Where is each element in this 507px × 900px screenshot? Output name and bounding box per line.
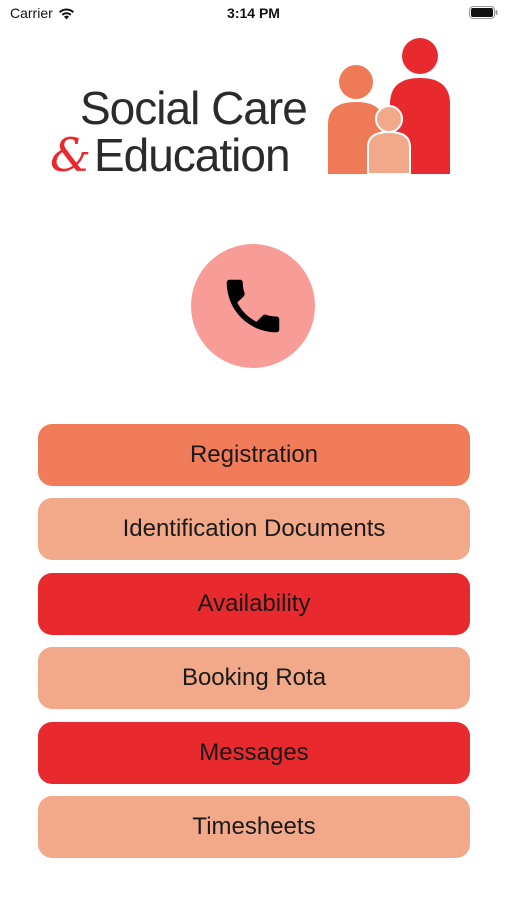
status-bar: Carrier 3:14 PM: [0, 0, 507, 30]
family-figures-icon: [328, 38, 450, 175]
logo-education-text: Education: [93, 129, 291, 181]
identification-documents-button[interactable]: Identification Documents: [38, 498, 470, 561]
timesheets-button[interactable]: Timesheets: [38, 795, 470, 858]
call-button[interactable]: [191, 244, 315, 368]
company-logo: Social Care & Education: [50, 30, 460, 180]
carrier-group: Carrier: [10, 5, 75, 21]
status-time: 3:14 PM: [227, 5, 280, 21]
carrier-label: Carrier: [10, 5, 53, 21]
battery-icon: [469, 6, 498, 19]
availability-button[interactable]: Availability: [38, 572, 470, 635]
logo-line-education: & Education: [50, 128, 291, 182]
main-menu: Registration Identification Documents Av…: [38, 424, 470, 870]
booking-rota-button[interactable]: Booking Rota: [38, 647, 470, 710]
messages-button[interactable]: Messages: [38, 721, 470, 784]
logo-line-social-care: Social Care: [80, 82, 308, 134]
logo-ampersand: &: [50, 128, 91, 182]
registration-button[interactable]: Registration: [38, 424, 470, 486]
wifi-icon: [58, 7, 74, 19]
phone-icon: [226, 279, 280, 333]
